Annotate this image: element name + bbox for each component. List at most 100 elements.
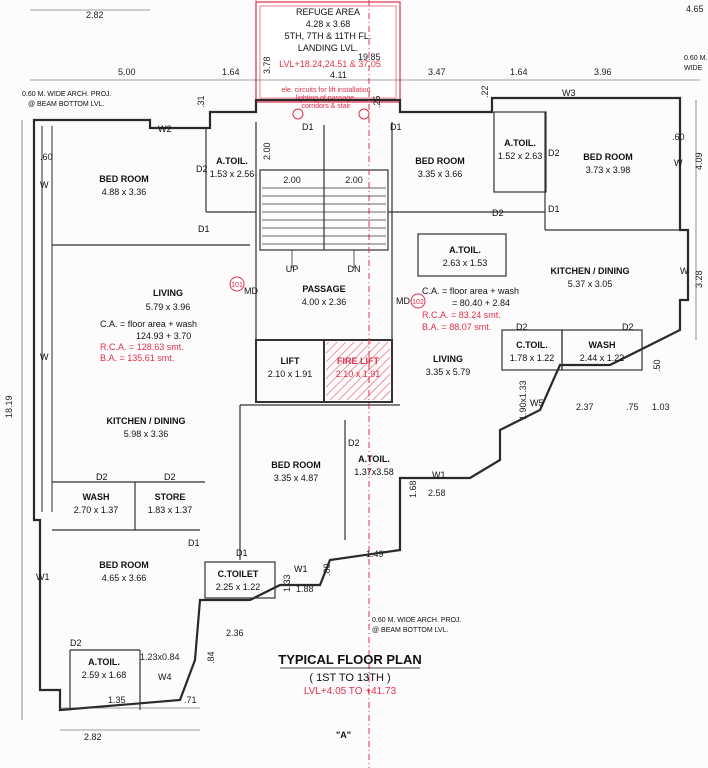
svg-text:D1: D1 xyxy=(302,122,314,132)
svg-text:D2: D2 xyxy=(516,322,528,332)
flat-101-no: 101 xyxy=(231,282,243,289)
svg-text:W: W xyxy=(40,180,49,190)
room-name: WASH xyxy=(589,340,616,350)
svg-text:1.49: 1.49 xyxy=(366,549,384,559)
svg-text:1.64: 1.64 xyxy=(222,67,240,77)
room-name: BED ROOM xyxy=(583,152,633,162)
room-size: 5.98 x 3.36 xyxy=(124,429,169,439)
room-size: 1.52 x 2.63 xyxy=(498,151,543,161)
svg-text:2.82: 2.82 xyxy=(86,10,104,20)
room-name: FIRE LIFT xyxy=(337,356,379,366)
room-name: STORE xyxy=(155,492,186,502)
svg-text:W: W xyxy=(40,352,49,362)
svg-text:1.68: 1.68 xyxy=(408,480,418,498)
svg-text:W: W xyxy=(674,158,683,168)
svg-text:W4: W4 xyxy=(158,672,172,682)
room-size: 2.25 x 1.22 xyxy=(216,582,261,592)
room-name: PASSAGE xyxy=(302,284,345,294)
svg-text:D2: D2 xyxy=(348,438,360,448)
room-size: 1.37x3.58 xyxy=(354,467,394,477)
refuge-lvl: LVL+18.24,24.51 & 37.05 xyxy=(279,59,381,69)
room-size: 3.35 x 5.79 xyxy=(426,367,471,377)
room-size: 1.53 x 2.56 xyxy=(210,169,255,179)
room-name: KITCHEN / DINING xyxy=(550,266,629,276)
svg-text:D1: D1 xyxy=(548,204,560,214)
svg-text:1.88: 1.88 xyxy=(296,584,314,594)
plan-level: LVL+4.05 TO +41.73 xyxy=(304,686,397,697)
dimension-labels: 2.82 4.65 5.00 1.64 3.47 1.64 3.96 4.09 … xyxy=(4,4,704,742)
area-ba: B.A. = 88.07 smt. xyxy=(422,322,491,332)
svg-text:.71: .71 xyxy=(184,695,197,705)
room-size: 2.44 x 1.22 xyxy=(580,353,625,363)
fire-lift-hatch xyxy=(326,342,390,400)
room-name: BED ROOM xyxy=(99,560,149,570)
room-size: 2.10 x 1.91 xyxy=(336,369,381,379)
room-size: 4.65 x 3.66 xyxy=(102,573,147,583)
svg-text:.50: .50 xyxy=(652,359,662,372)
svg-text:1.23x0.84: 1.23x0.84 xyxy=(140,652,180,662)
svg-text:18.19: 18.19 xyxy=(4,395,14,418)
svg-text:W1: W1 xyxy=(36,572,50,582)
dimension-lines xyxy=(21,9,700,731)
svg-text:W1: W1 xyxy=(432,470,446,480)
room-size: 2.70 x 1.37 xyxy=(74,505,119,515)
svg-text:D1: D1 xyxy=(188,538,200,548)
refuge-size: 4.28 x 3.68 xyxy=(306,19,351,29)
refuge-landing: LANDING LVL. xyxy=(298,43,358,53)
svg-text:2.36: 2.36 xyxy=(226,628,244,638)
title-block: TYPICAL FLOOR PLAN ( 1ST TO 13TH ) LVL+4… xyxy=(278,652,421,740)
room-name: BED ROOM xyxy=(99,174,149,184)
svg-text:4.65: 4.65 xyxy=(686,4,704,14)
svg-text:4.09: 4.09 xyxy=(694,152,704,170)
dim-stair-w1: 2.00 xyxy=(283,175,301,185)
room-size: 2.63 x 1.53 xyxy=(443,258,488,268)
stair-treads xyxy=(262,187,386,268)
svg-text:1.64: 1.64 xyxy=(510,67,528,77)
svg-text:W5: W5 xyxy=(530,398,544,408)
svg-text:D2: D2 xyxy=(622,322,634,332)
refuge-floors: 5TH, 7TH & 11TH FL. xyxy=(285,31,372,41)
svg-text:MD: MD xyxy=(396,296,410,306)
room-size: 2.10 x 1.91 xyxy=(268,369,313,379)
svg-text:2.82: 2.82 xyxy=(84,732,102,742)
svg-text:D2: D2 xyxy=(548,148,560,158)
area-ca-value: = 80.40 + 2.84 xyxy=(452,298,510,308)
svg-text:.60: .60 xyxy=(40,152,53,162)
svg-text:3.47: 3.47 xyxy=(428,67,446,77)
area-rca: R.C.A. = 83.24 smt. xyxy=(422,310,501,320)
svg-text:W1: W1 xyxy=(294,564,308,574)
room-size: 3.73 x 3.98 xyxy=(586,165,631,175)
svg-text:.75: .75 xyxy=(626,402,639,412)
plan-title: TYPICAL FLOOR PLAN xyxy=(278,652,421,667)
svg-text:.31: .31 xyxy=(196,95,206,108)
room-name: WASH xyxy=(83,492,110,502)
section-label: "A" xyxy=(336,730,351,740)
room-name: A.TOIL. xyxy=(358,454,390,464)
room-size: 1.83 x 1.37 xyxy=(148,505,193,515)
building-walls xyxy=(32,96,690,712)
arch-note-bottom: 0.60 M. WIDE ARCH. PROJ. xyxy=(372,617,462,624)
arch-note-bottom-2: @ BEAM BOTTOM LVL. xyxy=(372,627,449,634)
svg-text:D2: D2 xyxy=(164,472,176,482)
svg-text:D2: D2 xyxy=(96,472,108,482)
flat-101-marker xyxy=(229,276,245,292)
svg-text:.22: .22 xyxy=(480,85,490,98)
room-name: C.TOILET xyxy=(218,569,259,579)
svg-text:D2: D2 xyxy=(70,638,82,648)
room-name: LIVING xyxy=(153,288,183,298)
dim-stair-h: 2.00 xyxy=(262,142,272,160)
svg-text:D1: D1 xyxy=(236,548,248,558)
room-name: LIVING xyxy=(433,354,463,364)
arch-note-top: 0.60 M. WIDE ARCH. PROJ. xyxy=(22,91,112,98)
svg-text:D1: D1 xyxy=(198,224,210,234)
refuge-note-2: lighting of passage, xyxy=(296,95,356,102)
arch-note-right: 0.60 M. xyxy=(684,55,707,62)
svg-text:D2: D2 xyxy=(492,208,504,218)
area-ba: B.A. = 135.61 smt. xyxy=(100,353,174,363)
room-labels: BED ROOM 4.88 x 3.36 A.TOIL. 1.53 x 2.56… xyxy=(74,138,633,680)
svg-text:1.90x1.33: 1.90x1.33 xyxy=(518,380,528,420)
svg-text:D1: D1 xyxy=(390,122,402,132)
svg-text:W3: W3 xyxy=(562,88,576,98)
svg-text:1.33: 1.33 xyxy=(282,574,292,592)
flat-102-marker xyxy=(410,293,426,309)
